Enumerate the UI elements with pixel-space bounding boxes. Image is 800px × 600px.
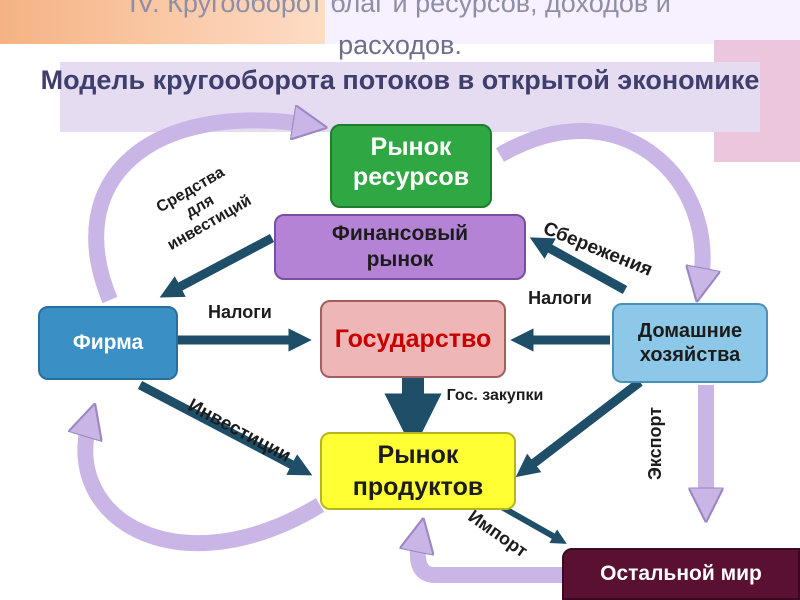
rest-of-world-label: Остальной мир	[600, 562, 762, 585]
deco-square-orange	[0, 0, 325, 44]
firm-label: Фирма	[72, 331, 144, 354]
rest-of-world-box: Остальной мир	[562, 548, 800, 600]
label-gov-purchases: Гос. закупки	[446, 387, 544, 404]
financial-market-box: Финансовый рынок	[274, 214, 526, 280]
households-box: Домашние хозяйства	[612, 303, 768, 383]
curved-arrow-world-to-product	[418, 535, 565, 583]
households-label: Домашние хозяйства	[637, 320, 743, 366]
arrow-financial-to-firm	[159, 234, 275, 298]
slide-title-line2: расходов.	[338, 30, 462, 60]
product-market-label: Рынок продуктов	[352, 441, 484, 501]
arrow-households-to-product	[515, 378, 643, 478]
slide-title-line3: Модель кругооборота потоков в открытой э…	[40, 65, 760, 95]
curved-arrow-product-to-firm	[85, 420, 325, 551]
curved-arrow-firm-to-resource	[88, 120, 310, 304]
government-label: Государство	[334, 325, 492, 353]
label-export: Экспорт	[645, 406, 665, 480]
financial-market-label: Финансовый рынок	[331, 222, 469, 271]
government-box: Государство	[320, 300, 506, 378]
resource-market-box: Рынок ресурсов	[330, 124, 492, 208]
label-taxes-households: Налоги	[528, 288, 592, 308]
deco-purple-band	[60, 62, 760, 132]
product-market-box: Рынок продуктов	[320, 432, 516, 510]
arrow-households-to-financial	[529, 237, 628, 294]
curved-arrow-resource-to-households	[495, 123, 703, 285]
arrow-firm-to-product	[137, 381, 313, 476]
arrow-product-to-world	[498, 503, 567, 544]
resource-market-label: Рынок ресурсов	[352, 133, 470, 191]
label-taxes-firm: Налоги	[208, 302, 272, 322]
slide-title-line1: IV. Кругооборот благ и ресурсов, доходов…	[129, 0, 671, 18]
firm-box: Фирма	[38, 306, 178, 380]
